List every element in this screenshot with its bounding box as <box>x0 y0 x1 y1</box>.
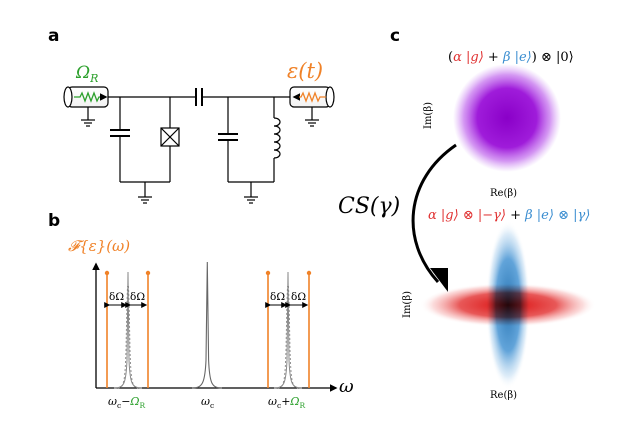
right-coax-port <box>289 86 335 127</box>
bottom-re-label: Re(β) <box>490 390 517 401</box>
purple-wigner-blob <box>453 64 561 172</box>
blue-wigner-blob <box>486 221 530 389</box>
drive-dot-3 <box>265 270 271 276</box>
panel-label-a: a <box>48 26 59 46</box>
bottom-state-formula: α |g⟩ ⊗ |−γ⟩ + β |e⟩ ⊗ |γ⟩ <box>428 208 590 223</box>
right-resistor-icon <box>299 91 326 103</box>
peak-right-dashed <box>277 285 299 389</box>
gate-arrow <box>411 143 457 284</box>
josephson-junction-icon <box>160 127 180 147</box>
bottom-im-label: Im(β) <box>402 291 413 318</box>
delta-label-1: δΩ <box>109 291 124 303</box>
inductor-icon <box>273 117 281 159</box>
drive-dot-1 <box>104 270 110 276</box>
top-im-label: Im(β) <box>423 102 434 129</box>
omega-r-label: ΩR <box>75 63 98 85</box>
delta-label-2: δΩ <box>130 291 145 303</box>
tick-left: ωc−ΩR <box>108 395 146 410</box>
delta-label-3: δΩ <box>270 291 285 303</box>
peak-right <box>273 271 303 389</box>
state-diagram: (α |g⟩ + β |e⟩) ⊗ |0⟩ Im(β) Re(β) CS(γ) … <box>338 50 596 401</box>
tick-right: ωc+ΩR <box>268 395 306 410</box>
spectrum-plot: 𝓕{ε}(ω) ω δΩ δΩ δΩ <box>68 237 354 410</box>
peak-left-dashed <box>117 285 139 389</box>
panel-label-b: b <box>48 211 60 231</box>
top-state-formula: (α |g⟩ + β |e⟩) ⊗ |0⟩ <box>448 50 574 65</box>
left-coax-port <box>63 86 109 127</box>
delta-label-4: δΩ <box>291 291 306 303</box>
drive-dot-4 <box>306 270 312 276</box>
peak-left <box>113 271 143 389</box>
left-resistor-icon <box>74 91 101 103</box>
epsilon-label: ε(t) <box>287 59 323 83</box>
spectrum-xlabel: ω <box>339 376 354 397</box>
circuit-diagram <box>63 86 335 204</box>
spectrum-ylabel: 𝓕{ε}(ω) <box>68 237 130 255</box>
peak-center <box>191 261 223 389</box>
panel-label-c: c <box>390 26 400 46</box>
drive-dot-2 <box>145 270 151 276</box>
gate-arrowhead <box>430 268 448 292</box>
tick-center: ωc <box>201 395 214 410</box>
gate-label: CS(γ) <box>338 194 400 219</box>
coupling-capacitor <box>195 88 203 106</box>
top-re-label: Re(β) <box>490 188 517 199</box>
